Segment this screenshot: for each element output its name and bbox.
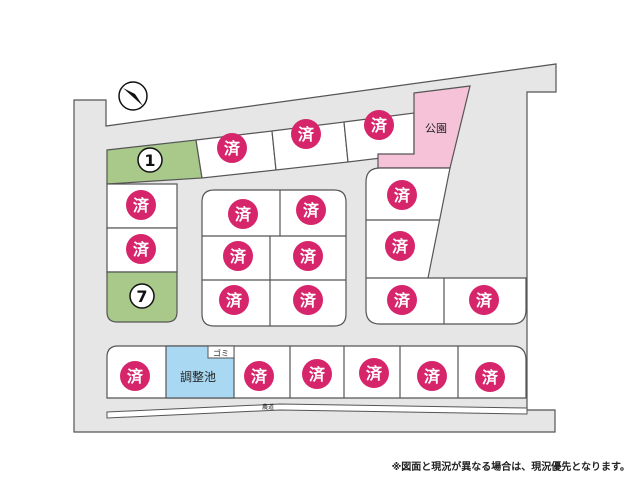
sold-badge <box>120 361 150 391</box>
sold-badge-text: 済 <box>309 365 326 384</box>
farm-road <box>106 403 528 419</box>
sold-badge <box>385 231 415 261</box>
sold-badge-text: 済 <box>476 291 493 310</box>
sold-badge-text: 済 <box>224 139 241 158</box>
garbage-label: ゴミ <box>213 348 229 358</box>
sold-badge-text: 済 <box>251 367 268 386</box>
road-label: 農道 <box>262 403 274 411</box>
sold-badge-text: 済 <box>127 367 144 386</box>
sold-badge <box>302 359 332 389</box>
sold-badge <box>359 358 389 388</box>
sold-badge-text: 済 <box>133 240 150 259</box>
sold-badge <box>126 234 156 264</box>
sold-badge-text: 済 <box>394 186 411 205</box>
sold-badge <box>387 285 417 315</box>
sold-badge-text: 済 <box>226 291 243 310</box>
sold-badge <box>223 241 253 271</box>
sold-badge <box>469 285 499 315</box>
sold-badge-text: 済 <box>371 116 388 135</box>
sold-badge <box>228 199 258 229</box>
sold-badge <box>293 241 323 271</box>
sold-badge-text: 済 <box>366 364 383 383</box>
sold-badge <box>126 190 156 220</box>
north-arrow-icon <box>118 81 148 111</box>
retention-pond-label: 調整池 <box>180 369 216 384</box>
available-lot-badge <box>137 147 163 173</box>
sold-badge <box>219 285 249 315</box>
sold-badge-text: 済 <box>133 196 150 215</box>
sold-badge-text: 済 <box>235 205 252 224</box>
sold-badge <box>244 361 274 391</box>
sold-badge <box>217 133 247 163</box>
sold-badge-text: 済 <box>392 237 409 256</box>
sold-badge-text: 済 <box>300 247 317 266</box>
lot-markers: 済済済済済済済済済済済済済済済済済済済済済17 <box>120 110 505 392</box>
sold-badge-text: 済 <box>298 125 315 144</box>
available-lot-badge <box>129 283 155 309</box>
disclaimer-note: ※図面と現況が異なる場合は、現況優先となります。 <box>392 460 630 473</box>
sold-badge-text: 済 <box>424 367 441 386</box>
sold-badge-text: 済 <box>300 291 317 310</box>
sold-badge <box>417 361 447 391</box>
sold-badge <box>364 110 394 140</box>
garbage-station <box>207 345 235 359</box>
available-lot-number: 1 <box>144 151 155 170</box>
sold-badge-text: 済 <box>394 291 411 310</box>
sold-badge <box>291 119 321 149</box>
sold-badge <box>293 285 323 315</box>
available-lot-number: 7 <box>136 287 147 306</box>
sold-badge-text: 済 <box>230 247 247 266</box>
sold-badge <box>475 362 505 392</box>
sold-badge <box>296 195 326 225</box>
park-label: 公園 <box>425 122 447 135</box>
sold-badge-text: 済 <box>482 368 499 387</box>
sold-badge <box>387 180 417 210</box>
sold-badge-text: 済 <box>303 201 320 220</box>
